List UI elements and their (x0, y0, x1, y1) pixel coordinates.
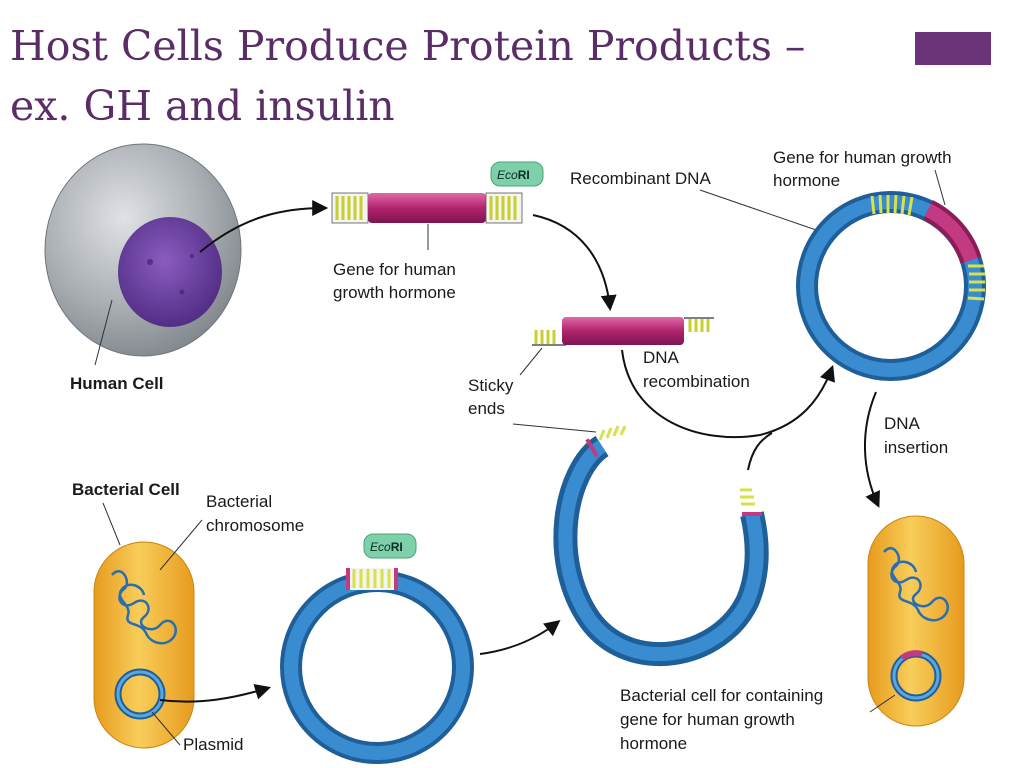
recombinant-plasmid (796, 191, 986, 381)
label-sticky-2: ends (468, 399, 505, 418)
label-dna-insertion-2: insertion (884, 438, 948, 457)
leader-plasmid (151, 711, 181, 746)
label-result-3: hormone (620, 734, 687, 753)
leader-sticky-top (519, 347, 543, 376)
cut-gene-sticky-ends (532, 317, 714, 346)
arrow-plasmid-to-ring (159, 684, 272, 703)
arrow-open-plasmid-up (747, 432, 773, 471)
arrow-dna-insertion (863, 391, 880, 508)
label-gene-human-1: Gene for human (333, 260, 456, 279)
leader-human-cell (94, 299, 113, 366)
label-dna-recomb-2: recombination (643, 372, 750, 391)
title-line-2: ex. GH and insulin (10, 82, 395, 130)
label-gene-human-2: growth hormone (333, 283, 456, 302)
arrow-nucleus-to-gene (199, 200, 329, 253)
leader-bact-chrom (159, 519, 203, 571)
arrow-recombination (621, 349, 835, 439)
label-gene-top-right-2: hormone (773, 171, 840, 190)
title-accent-bar (915, 32, 991, 65)
label-bact-chrom-2: chromosome (206, 516, 304, 535)
label-dna-insertion-1: DNA (884, 414, 921, 433)
slide-title: Host Cells Produce Protein Products – ex.… (10, 16, 910, 136)
leader-gene-top-right (934, 169, 946, 206)
ecori-badge-top: EcoRI (490, 161, 544, 187)
label-result-1: Bacterial cell for containing (620, 686, 823, 705)
leader-bacterial-cell (102, 502, 121, 546)
label-bact-chrom-1: Bacterial (206, 492, 272, 511)
label-dna-recomb-1: DNA (643, 348, 680, 367)
bacterial-cell-right (867, 515, 965, 727)
arrow-ring-to-open (479, 620, 561, 655)
svg-text:EcoRI: EcoRI (497, 168, 530, 182)
label-plasmid: Plasmid (183, 735, 243, 754)
label-human-cell: Human Cell (70, 374, 164, 393)
open-plasmid (553, 425, 769, 667)
label-gene-top-right-1: Gene for human growth (773, 148, 952, 167)
label-sticky-1: Sticky (468, 376, 514, 395)
label-recombinant-dna: Recombinant DNA (570, 169, 711, 188)
bacterial-chromosome-right (883, 547, 949, 622)
leader-recombinant (699, 189, 823, 233)
gene-segment-top (331, 192, 523, 224)
title-line-1: Host Cells Produce Protein Products – (10, 22, 806, 70)
arrow-gene-to-cut (532, 214, 617, 312)
leader-result (869, 694, 896, 713)
plasmid-large (280, 568, 474, 764)
human-cell (44, 143, 242, 357)
nucleus (118, 217, 222, 327)
label-bacterial-cell: Bacterial Cell (72, 480, 180, 499)
svg-text:EcoRI: EcoRI (370, 540, 403, 554)
bacterial-chromosome (111, 570, 177, 645)
ecori-badge-bottom: EcoRI (363, 533, 417, 559)
leader-sticky-bottom (512, 423, 597, 433)
bacterial-cell-left (93, 541, 195, 749)
label-result-2: gene for human growth (620, 710, 795, 729)
